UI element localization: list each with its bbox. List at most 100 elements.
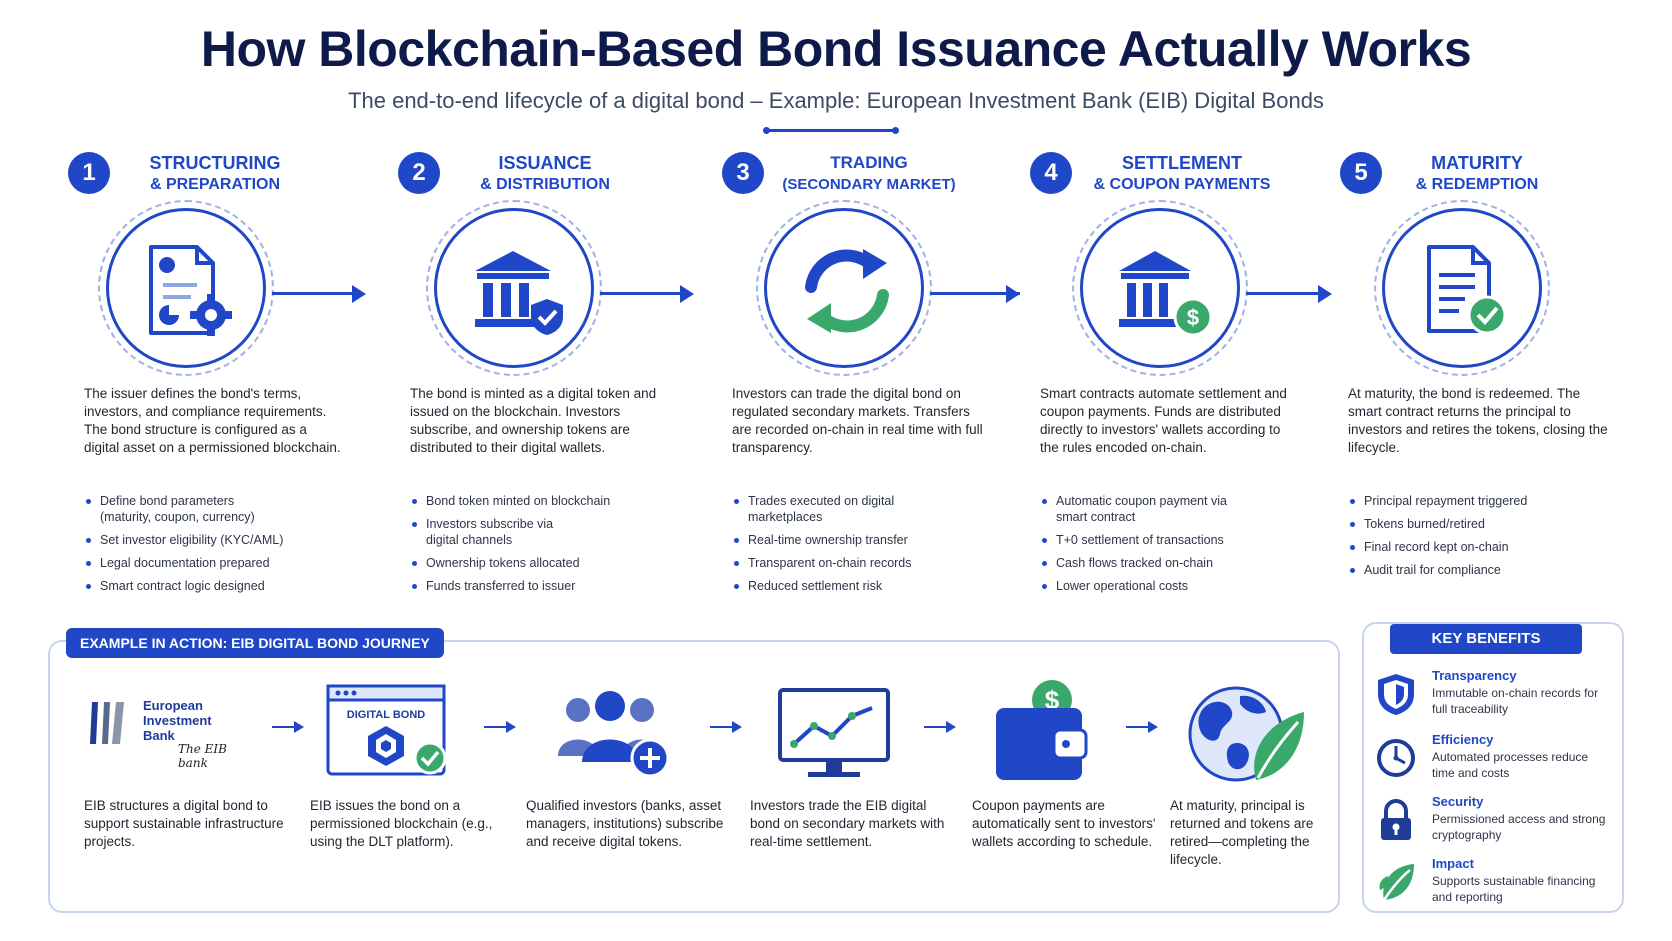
step-description: Investors can trade the digital bond on … bbox=[732, 386, 983, 455]
step-title-line1: Maturity bbox=[1431, 153, 1523, 173]
step-title-line2: & Distribution bbox=[480, 176, 610, 193]
step-bullet-list: Principal repayment triggered Tokens bur… bbox=[1348, 493, 1608, 585]
step-title: Trading (Secondary Market) bbox=[774, 152, 964, 196]
investors-group-icon bbox=[556, 688, 672, 785]
list-item: Real-time ownership transfer bbox=[732, 532, 992, 548]
arrow-right-icon bbox=[710, 721, 742, 733]
list-item: Transparent on-chain records bbox=[732, 555, 992, 571]
step-description: The bond is minted as a digital token an… bbox=[410, 386, 657, 455]
list-item: Investors subscribe via digital channels bbox=[410, 516, 570, 548]
list-item: Lower operational costs bbox=[1040, 578, 1300, 594]
arrow-right-icon bbox=[1006, 285, 1020, 303]
example-stage-text: Qualified investors (banks, asset manage… bbox=[526, 798, 724, 849]
document-check-icon bbox=[1374, 200, 1550, 376]
arrow-right-icon bbox=[1126, 721, 1158, 733]
list-item: Legal documentation prepared bbox=[84, 555, 344, 571]
list-item: Trades executed on digital marketplaces bbox=[732, 493, 922, 525]
step-bullet-list: Define bond parameters (maturity, coupon… bbox=[84, 493, 344, 601]
step-number: 2 bbox=[398, 152, 440, 194]
benefit-title: Impact bbox=[1432, 856, 1474, 871]
title-divider bbox=[763, 127, 899, 134]
arrow-right-icon bbox=[924, 721, 956, 733]
globe-leaf-icon bbox=[1186, 682, 1306, 793]
benefit-desc: Permissioned access and strong cryptogra… bbox=[1432, 812, 1606, 842]
step-title: Issuance & Distribution bbox=[450, 152, 640, 196]
page-subtitle: The end-to-end lifecycle of a digital bo… bbox=[348, 88, 1324, 113]
monitor-chart-icon bbox=[776, 686, 892, 787]
list-item: Final record kept on-chain bbox=[1348, 539, 1608, 555]
list-item: Set investor eligibility (KYC/AML) bbox=[84, 532, 344, 548]
refresh-arrows-icon bbox=[756, 200, 932, 376]
list-item: Define bond parameters (maturity, coupon… bbox=[84, 493, 274, 525]
benefit-title: Transparency bbox=[1432, 668, 1517, 683]
eib-logo-tagline: The EIB bank bbox=[178, 742, 227, 770]
wallet-dollar-icon: $ bbox=[992, 678, 1092, 789]
shield-icon bbox=[1376, 672, 1416, 716]
arrow-right-icon bbox=[352, 285, 366, 303]
step-number: 1 bbox=[68, 152, 110, 194]
flow-connector bbox=[272, 292, 356, 295]
step-title-line2: (Secondary Market) bbox=[782, 176, 956, 193]
arrow-right-icon bbox=[272, 721, 304, 733]
page-title: How Blockchain-Based Bond Issuance Actua… bbox=[200, 21, 1472, 77]
step-title: Maturity & Redemption bbox=[1392, 152, 1562, 196]
leaf-icon bbox=[1376, 860, 1416, 904]
benefit-impact: Impact Supports sustainable financing an… bbox=[1376, 856, 1616, 912]
step-title-line2: & Preparation bbox=[149, 176, 281, 193]
arrow-right-icon bbox=[1318, 285, 1332, 303]
benefit-desc: Supports sustainable financing and repor… bbox=[1432, 874, 1596, 904]
example-panel bbox=[48, 640, 1340, 913]
step-number: 4 bbox=[1030, 152, 1072, 194]
benefit-title: Efficiency bbox=[1432, 732, 1494, 747]
step-description: At maturity, the bond is redeemed. The s… bbox=[1348, 386, 1608, 455]
bank-shield-icon bbox=[426, 200, 602, 376]
clock-icon bbox=[1376, 736, 1416, 780]
step-title-line1: Structuring bbox=[149, 153, 281, 173]
step-title: Settlement & Coupon Payments bbox=[1082, 152, 1282, 196]
example-stage-text: EIB structures a digital bond to support… bbox=[84, 798, 284, 849]
benefit-title: Security bbox=[1432, 794, 1484, 809]
step-bullet-list: Automatic coupon payment via smart contr… bbox=[1040, 493, 1300, 601]
list-item: T+0 settlement of transactions bbox=[1040, 532, 1300, 548]
benefit-desc: Automated processes reduce time and cost… bbox=[1432, 750, 1589, 780]
step-bullet-list: Trades executed on digital marketplaces … bbox=[732, 493, 992, 601]
step-title-line2: & Coupon Payments bbox=[1093, 176, 1271, 193]
benefit-security: Security Permissioned access and strong … bbox=[1376, 794, 1616, 850]
example-stage-text: At maturity, principal is returned and t… bbox=[1170, 798, 1314, 867]
step-number: 3 bbox=[722, 152, 764, 194]
digital-bond-window-icon: DIGITAL BOND bbox=[326, 680, 452, 785]
list-item: Reduced settlement risk bbox=[732, 578, 992, 594]
list-item: Cash flows tracked on-chain bbox=[1040, 555, 1300, 571]
benefit-efficiency: Efficiency Automated processes reduce ti… bbox=[1376, 732, 1616, 788]
list-item: Funds transferred to issuer bbox=[410, 578, 670, 594]
arrow-right-icon bbox=[484, 721, 516, 733]
bank-dollar-icon: $ bbox=[1072, 200, 1248, 376]
digital-bond-label: DIGITAL BOND bbox=[347, 709, 425, 721]
example-stage-text: Coupon payments are automatically sent t… bbox=[972, 798, 1156, 849]
lock-icon bbox=[1376, 798, 1416, 842]
benefit-transparency: Transparency Immutable on-chain records … bbox=[1376, 668, 1616, 724]
step-description: Smart contracts automate settlement and … bbox=[1040, 386, 1287, 455]
step-title-line1: Trading bbox=[830, 153, 908, 172]
flow-connector bbox=[600, 292, 684, 295]
step-title-line2: & Redemption bbox=[1415, 176, 1539, 193]
eib-logo: European Investment Bank The EIB bank bbox=[88, 692, 258, 770]
example-stage-text: Investors trade the EIB digital bond on … bbox=[750, 798, 945, 849]
step-title: Structuring & Preparation bbox=[120, 152, 310, 196]
step-description: The issuer defines the bond's terms, inv… bbox=[84, 386, 341, 455]
flow-connector bbox=[1246, 292, 1328, 295]
example-tag: Example in Action: EIB Digital Bond Jour… bbox=[66, 628, 444, 658]
benefit-desc: Immutable on-chain records for full trac… bbox=[1432, 686, 1599, 716]
step-title-line1: Issuance bbox=[498, 153, 592, 173]
example-stage-text: EIB issues the bond on a permissioned bl… bbox=[310, 798, 493, 849]
list-item: Smart contract logic designed bbox=[84, 578, 344, 594]
list-item: Tokens burned/retired bbox=[1348, 516, 1608, 532]
list-item: Principal repayment triggered bbox=[1348, 493, 1608, 509]
svg-text:$: $ bbox=[1187, 305, 1199, 330]
benefits-tag: Key Benefits bbox=[1390, 624, 1582, 654]
step-bullet-list: Bond token minted on blockchain Investor… bbox=[410, 493, 670, 601]
list-item: Bond token minted on blockchain bbox=[410, 493, 670, 509]
list-item: Ownership tokens allocated bbox=[410, 555, 670, 571]
document-gear-icon bbox=[98, 200, 274, 376]
flow-connector bbox=[930, 292, 1020, 295]
